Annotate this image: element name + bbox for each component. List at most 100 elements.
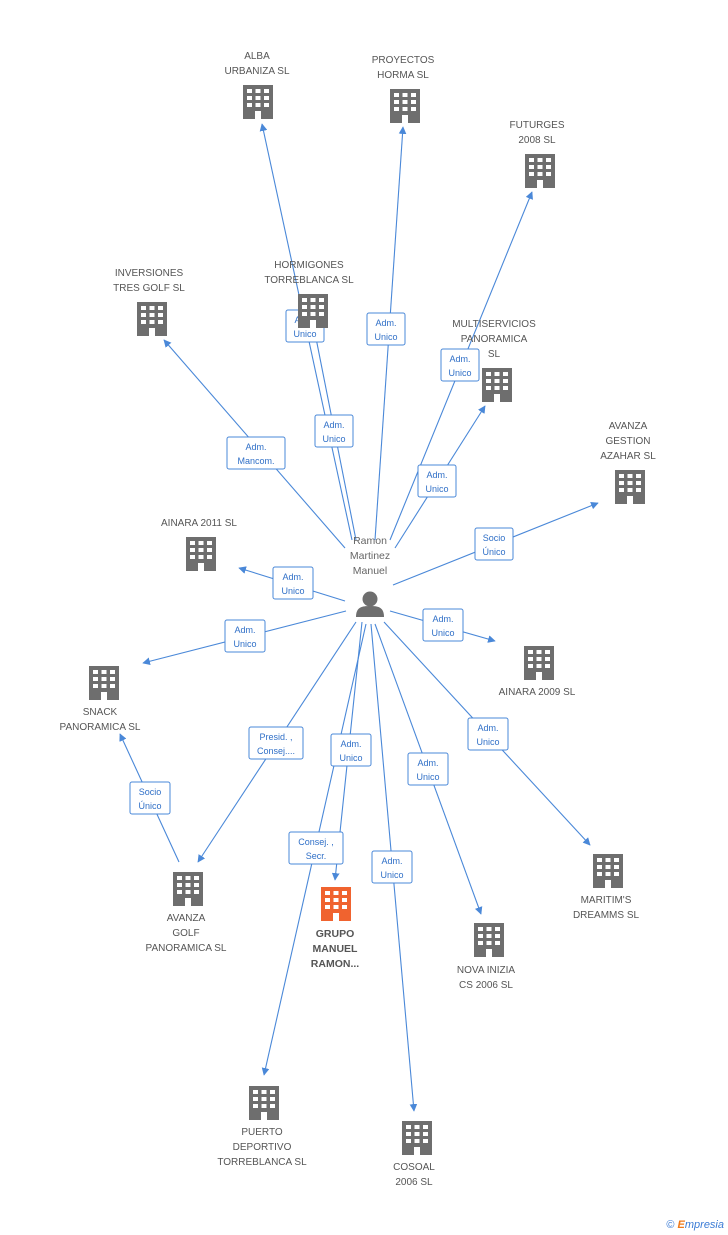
company-name-line: DEPORTIVO <box>233 1142 292 1153</box>
company-name-line: AVANZA <box>609 421 648 432</box>
copyright-symbol: © <box>666 1219 675 1231</box>
relation-label-box <box>288 831 344 865</box>
building-icon <box>186 537 216 571</box>
company-name-line: COSOAL <box>393 1162 435 1173</box>
company-name-line: PROYECTOS <box>372 55 435 66</box>
relation-label-line: Adm. <box>340 739 361 749</box>
company-name-line: 2006 SL <box>395 1177 433 1188</box>
relation-label-hormigones[interactable]: Adm.Unico <box>314 414 354 448</box>
relation-label-line: Unico <box>233 639 256 649</box>
relation-label-inversiones[interactable]: Adm.Mancom. <box>226 436 286 470</box>
company-name-line: AINARA 2011 SL <box>161 518 237 529</box>
relation-label-line: Unico <box>476 737 499 747</box>
relation-label-cosoal[interactable]: Adm.Unico <box>371 850 413 884</box>
relation-label-line: Adm. <box>282 572 303 582</box>
building-icon <box>482 368 512 402</box>
company-node-ainara2011[interactable]: AINARA 2011 SL <box>161 518 237 571</box>
building-icon <box>390 89 420 123</box>
relation-label-multiservicios[interactable]: Adm.Unico <box>417 464 457 498</box>
relation-label-line: Secr. <box>306 851 327 861</box>
relation-label-box <box>129 781 171 815</box>
person-node[interactable]: Ramon Martinez Manuel <box>350 535 390 617</box>
company-name-line: GRUPO <box>316 928 355 940</box>
company-name-line: TORREBLANCA SL <box>217 1157 307 1168</box>
building-icon <box>137 302 167 336</box>
relation-label-box <box>467 717 509 751</box>
relation-label-line: Unico <box>374 332 397 342</box>
person-icon <box>356 591 384 617</box>
relation-label-ainara2009[interactable]: Adm.Unico <box>422 608 464 642</box>
company-name-line: URBANIZA SL <box>224 66 289 77</box>
relation-label-line: Unico <box>380 870 403 880</box>
relation-label-line: Unico <box>281 586 304 596</box>
building-icon <box>243 85 273 119</box>
relation-label-box <box>224 619 266 653</box>
relation-label-proyectos[interactable]: Adm. Unico <box>366 312 406 346</box>
relation-label-grupo[interactable]: Adm. Unico <box>330 733 372 767</box>
relation-label-line: Presid. , <box>259 732 292 742</box>
company-node-nova[interactable]: NOVA INIZIA CS 2006 SL <box>457 923 515 991</box>
company-name-line: AZAHAR SL <box>600 451 656 462</box>
company-name-line: PANORAMICA SL <box>60 722 141 733</box>
company-name-line: MULTISERVICIOS <box>452 319 536 330</box>
relation-label-line: Adm. <box>417 758 438 768</box>
company-name-line: CS 2006 SL <box>459 980 513 991</box>
company-name-line: RAMON... <box>311 958 359 970</box>
company-name-line: SNACK <box>83 707 118 718</box>
relation-label-line: Adm. <box>477 723 498 733</box>
company-node-snack[interactable]: SNACK PANORAMICA SL <box>60 666 141 733</box>
company-node-grupo[interactable]: GRUPOMANUELRAMON... <box>311 887 359 970</box>
company-name-line: 2008 SL <box>518 135 556 146</box>
company-node-cosoal[interactable]: COSOAL 2006 SL <box>393 1121 435 1188</box>
company-node-ainara2009[interactable]: AINARA 2009 SL <box>499 646 576 698</box>
relation-label-line: Adm. <box>375 318 396 328</box>
relation-label-ainara2011[interactable]: Adm. Unico <box>272 566 314 600</box>
company-node-alba[interactable]: ALBA URBANIZA SL <box>224 51 290 119</box>
relation-label-line: Mancom. <box>237 456 274 466</box>
company-name-line: ALBA <box>244 51 270 62</box>
relation-label-puerto[interactable]: Consej. , Secr. <box>288 831 344 865</box>
company-name-line: HORMIGONES <box>274 260 344 271</box>
relation-label-box <box>366 312 406 346</box>
company-node-futurges[interactable]: FUTURGES 2008 SL <box>510 120 565 188</box>
company-name-line: SL <box>488 349 501 360</box>
company-name-line: DREAMMS SL <box>573 910 640 921</box>
relation-label-line: Socio <box>483 533 506 543</box>
relation-labels-layer: Adm.UnicoAdm.UnicoAdm.UnicoAdm.UnicoAdm.… <box>129 309 514 884</box>
relation-label-line: Unico <box>339 753 362 763</box>
brand-name: mpresia <box>684 1219 724 1231</box>
relation-label-futurges[interactable]: Adm.Unico <box>440 348 480 382</box>
company-node-maritims[interactable]: MARITIM'S DREAMMS SL <box>573 854 640 921</box>
company-name-line: NOVA INIZIA <box>457 965 515 976</box>
relation-label-avanza_golf[interactable]: Presid. ,Consej.... <box>248 726 304 760</box>
company-name-line: INVERSIONES <box>115 268 184 279</box>
relation-label-line: Socio <box>139 787 162 797</box>
relation-label-line: Adm. <box>323 420 344 430</box>
company-name-line: MARITIM'S <box>581 895 632 906</box>
building-icon <box>615 470 645 504</box>
relation-label-nova[interactable]: Adm.Unico <box>407 752 449 786</box>
relation-label-box <box>422 608 464 642</box>
relation-label-snack[interactable]: Adm.Unico <box>224 619 266 653</box>
relation-label-line: Unico <box>448 368 471 378</box>
relation-label-line: Unico <box>425 484 448 494</box>
building-icon <box>321 887 351 921</box>
company-name-line: FUTURGES <box>510 120 565 131</box>
building-icon <box>474 923 504 957</box>
building-icon <box>249 1086 279 1120</box>
person-name-line-1: Ramon <box>353 535 387 547</box>
relation-label-box <box>440 348 480 382</box>
relation-label-box <box>226 436 286 470</box>
relation-label-box <box>371 850 413 884</box>
relation-label-line: Consej. , <box>298 837 334 847</box>
relation-label-maritims[interactable]: Adm. Unico <box>467 717 509 751</box>
